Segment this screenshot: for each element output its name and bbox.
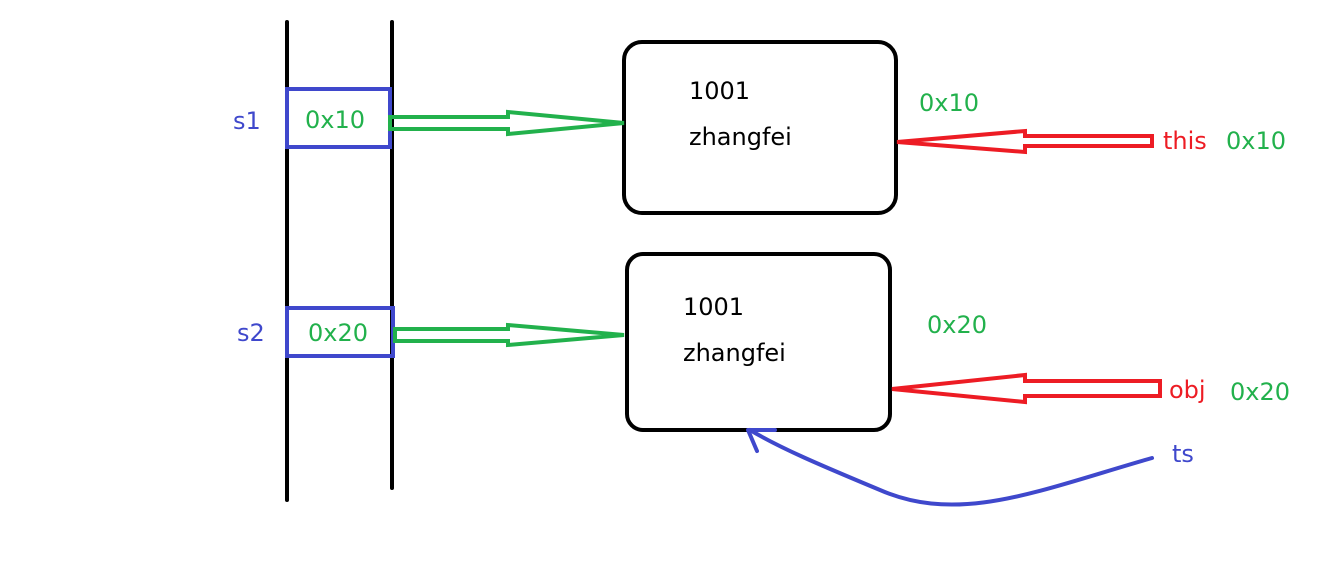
stack-var-s2-label: s2 (237, 319, 265, 347)
this-ref-value: 0x10 (1226, 127, 1287, 155)
ts-pointer-curve (748, 428, 1154, 507)
ts-ref-label: ts (1172, 440, 1194, 468)
heap-object-2-id: 1001 (683, 293, 745, 321)
obj-pointer-arrow (891, 372, 1162, 405)
obj-ref-label: obj (1169, 376, 1206, 404)
obj-ref-value: 0x20 (1230, 378, 1291, 406)
heap-object-2-address: 0x20 (927, 311, 988, 339)
stack-slot-s1-value: 0x10 (305, 106, 366, 134)
s2-pointer-arrow (393, 322, 625, 348)
heap-object-1-box (622, 40, 898, 215)
this-pointer-arrow (896, 128, 1154, 155)
stack-var-s1-label: s1 (233, 107, 261, 135)
heap-object-1-name: zhangfei (689, 123, 792, 151)
heap-object-1-address: 0x10 (919, 89, 980, 117)
heap-object-2-name: zhangfei (683, 339, 786, 367)
this-ref-label: this (1163, 127, 1207, 155)
ts-pointer-arrowhead (746, 428, 777, 453)
stack-slot-s2-value: 0x20 (308, 319, 369, 347)
heap-object-1-id: 1001 (689, 77, 751, 105)
s1-pointer-arrow (388, 109, 625, 137)
